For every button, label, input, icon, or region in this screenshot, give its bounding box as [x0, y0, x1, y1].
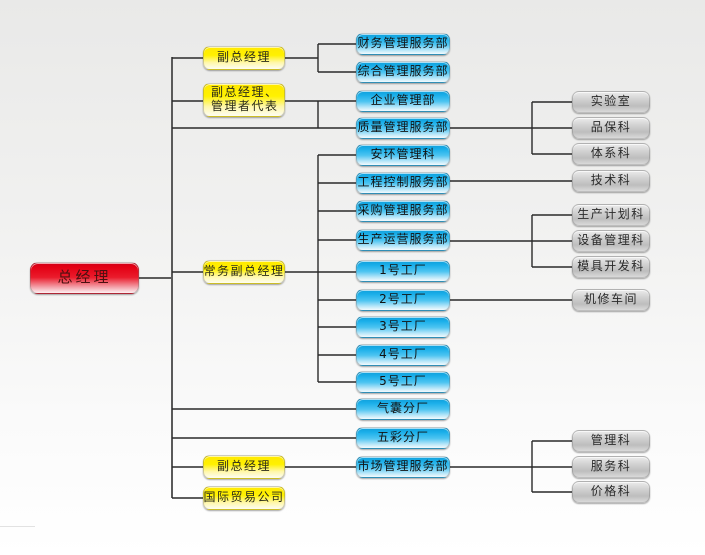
- node-wucai-branch-factory: 五彩分厂: [356, 427, 450, 449]
- node-enterprise-mgmt-dept: 企业管理部: [356, 90, 450, 112]
- node-label-line-2: 管理者代表: [211, 99, 279, 113]
- node-label: 4号工厂: [379, 347, 427, 362]
- node-label: 模具开发科: [577, 259, 645, 274]
- node-label: 1号工厂: [379, 263, 427, 278]
- node-label: 3号工厂: [379, 319, 427, 334]
- node-label: 服务科: [590, 459, 632, 474]
- node-factory-3: 3号工厂: [356, 316, 450, 338]
- node-label: 市场管理服务部: [357, 459, 449, 474]
- node-laboratory: 实验室: [572, 91, 650, 113]
- node-label: 体系科: [590, 146, 632, 161]
- node-general-manager: 总经理: [30, 262, 139, 294]
- node-label: 实验室: [590, 94, 632, 109]
- node-label: 国际贸易公司: [203, 490, 285, 505]
- node-label: 技术科: [590, 173, 632, 188]
- node-label: 生产计划科: [577, 207, 645, 222]
- node-production-ops-dept: 生产运营服务部: [356, 229, 450, 251]
- node-service-section: 服务科: [572, 456, 650, 478]
- node-procurement-dept: 采购管理服务部: [356, 200, 450, 222]
- node-factory-2: 2号工厂: [356, 289, 450, 311]
- node-general-admin-dept: 综合管理服务部: [356, 61, 450, 83]
- node-machine-repair-workshop: 机修车间: [572, 289, 650, 311]
- decorative-divider: [0, 526, 35, 527]
- node-system-section: 体系科: [572, 143, 650, 165]
- node-label: 质量管理服务部: [357, 120, 449, 135]
- node-finance-dept: 财务管理服务部: [356, 33, 450, 55]
- node-technical-section: 技术科: [572, 170, 650, 192]
- node-label: 财务管理服务部: [357, 36, 449, 51]
- node-equipment-mgmt-section: 设备管理科: [572, 230, 650, 252]
- node-label: 工程控制服务部: [357, 175, 449, 190]
- node-label: 总经理: [57, 268, 112, 287]
- node-mold-development-section: 模具开发科: [572, 256, 650, 278]
- node-label: 副总经理: [216, 459, 271, 474]
- node-label: 采购管理服务部: [357, 203, 449, 218]
- node-deputy-gm-2: 副总经理: [203, 455, 285, 479]
- node-management-section: 管理科: [572, 430, 650, 452]
- node-label: 综合管理服务部: [357, 64, 449, 79]
- node-label: 设备管理科: [577, 233, 645, 248]
- node-label: 5号工厂: [379, 374, 427, 389]
- node-label: 价格科: [590, 484, 632, 499]
- node-label: 2号工厂: [379, 292, 427, 307]
- node-label: 管理科: [590, 433, 632, 448]
- node-label: 安环管理科: [370, 147, 436, 162]
- node-airbag-branch-factory: 气囊分厂: [356, 398, 450, 420]
- node-pricing-section: 价格科: [572, 481, 650, 503]
- node-deputy-gm-1: 副总经理: [203, 46, 285, 70]
- node-production-planning-section: 生产计划科: [572, 204, 650, 226]
- node-factory-4: 4号工厂: [356, 344, 450, 366]
- node-engineering-control-dept: 工程控制服务部: [356, 172, 450, 194]
- node-label: 企业管理部: [370, 93, 436, 108]
- node-label: 气囊分厂: [376, 401, 429, 416]
- node-label-line-1: 副总经理、: [211, 85, 279, 100]
- node-label: 副总经理: [216, 50, 271, 65]
- node-deputy-gm-mgmt-rep: 副总经理、 管理者代表: [203, 83, 285, 117]
- node-label: 五彩分厂: [376, 430, 429, 445]
- node-safety-env-section: 安环管理科: [356, 144, 450, 166]
- node-quality-mgmt-dept: 质量管理服务部: [356, 117, 450, 139]
- node-label: 生产运营服务部: [357, 232, 449, 247]
- node-quality-assurance-section: 品保科: [572, 117, 650, 139]
- node-label: 品保科: [590, 120, 632, 135]
- node-executive-deputy-gm: 常务副总经理: [203, 260, 285, 284]
- node-label: 机修车间: [583, 292, 638, 307]
- node-international-trade-company: 国际贸易公司: [203, 486, 285, 510]
- node-factory-1: 1号工厂: [356, 260, 450, 282]
- node-factory-5: 5号工厂: [356, 371, 450, 393]
- node-label: 常务副总经理: [203, 264, 285, 279]
- node-marketing-mgmt-dept: 市场管理服务部: [356, 456, 450, 478]
